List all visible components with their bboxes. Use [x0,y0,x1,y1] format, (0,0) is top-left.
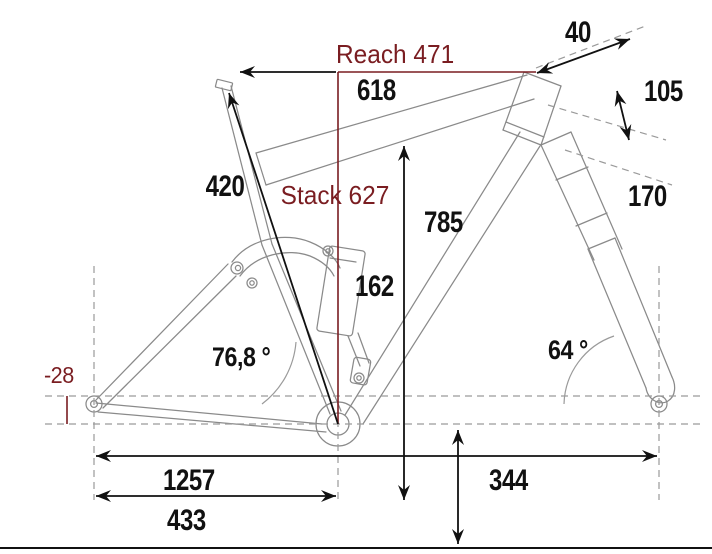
seat-post-right-edge [230,85,273,245]
fork-crown-left [540,144,595,261]
top-tube-rear-cap [255,152,267,186]
reach-label: Reach 471 [336,39,455,69]
fork-band-2 [575,212,608,227]
head-tube-rear-edge [540,85,562,146]
down-tube-upper [344,131,521,416]
frame-outline [85,71,676,447]
head-tube-bottom-axis [564,149,673,186]
shock-body [316,245,366,337]
shock-shaft-left [347,335,361,367]
head-angle-label: 64 ° [548,335,588,365]
top-tube-lower [265,98,535,186]
head-tube-bottom [502,129,542,146]
head-tube-band [505,121,545,138]
fork-band-1 [555,166,589,181]
down-tube-lower [362,145,541,425]
shock-mount-upper-hole [325,248,331,254]
rocker-pivot-rear [230,261,244,275]
centerlines [45,24,700,500]
fork-lower-left [587,248,647,389]
shock-lower-eyelet [349,356,372,386]
shock-mount-lower-hole [356,375,362,381]
fork-lower-top [587,237,616,250]
rocker-pivot-mid-hole [249,280,255,286]
saddle-clamp [214,78,234,92]
shock-mount-lower [353,372,365,384]
head-angle-arc [563,335,615,405]
head-tube-label: 105 [644,75,683,108]
seat-post-left-edge [221,87,263,246]
chainstay-label: 433 [167,504,206,537]
spacer-dim-line [536,38,631,74]
top-tube-upper [255,74,528,154]
angle-arcs [261,335,615,405]
top-tube-label: 618 [357,74,396,107]
reach-stack-dimensions [337,71,536,424]
head-tube-front-edge [502,71,525,131]
fork-crown-top [540,131,572,146]
seat-stay-lower [102,275,237,409]
black-dimension-lines [96,38,657,544]
head-tube-top-axis [547,104,667,141]
chain-stay-upper [95,402,323,425]
bb-offset-label: -28 [43,362,74,388]
seat-tube-label: 420 [205,170,245,203]
rocker-link-lower [239,252,335,277]
seat-tube-lower-left [261,244,331,415]
shock-body-cap [329,257,357,263]
seat-angle-label: 76,8 ° [212,342,271,372]
fork-lower-right [614,237,673,378]
standover-label: 785 [424,206,463,239]
head-tube-dim-line [614,90,632,141]
stack-label: Stack 627 [280,180,390,210]
fork-crown-right [570,131,623,250]
shock-shaft-right [357,332,370,364]
stem-spacer-label: 40 [565,16,591,49]
steerer-top-axis [535,24,649,69]
chain-stay-lower [97,411,327,433]
wheelbase-label: 1257 [163,464,215,497]
seat-angle-arc [261,341,297,405]
fork-travel-label: 170 [628,180,667,213]
shock-height-label: 162 [355,270,394,303]
front-center-label: 344 [489,464,528,497]
head-tube-top [523,71,562,87]
rocker-pivot-mid [246,277,258,289]
seat-tube-dim-line [227,92,339,425]
seat-stay-upper [95,263,229,401]
rocker-pivot-rear-hole [234,264,242,272]
front-dropout-arc [645,376,676,404]
